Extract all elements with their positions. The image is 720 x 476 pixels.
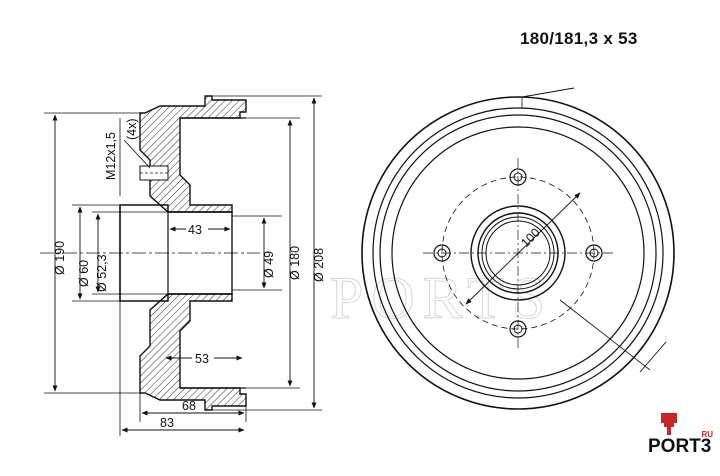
brand-logo: RU PORT3	[648, 410, 714, 464]
dim-d60: Ø 60	[77, 260, 91, 287]
dim-width68: 68	[182, 399, 196, 413]
front-view	[361, 87, 675, 410]
dim-d49: Ø 49	[262, 251, 276, 278]
bolt-thread	[139, 165, 169, 181]
dim-depth43: 43	[188, 223, 202, 237]
dim-depth53: 53	[195, 352, 209, 366]
side-section-view: Ø 190 Ø 60 Ø 52,3 M12x1,5 (4x) 43 53 Ø 4…	[40, 95, 326, 436]
section-upper	[139, 95, 247, 213]
logo-text: PORT3	[648, 436, 712, 457]
hub-bore	[119, 204, 233, 302]
dim-width83: 83	[160, 416, 174, 430]
dim-d52: Ø 52,3	[95, 254, 109, 292]
dim-thread-count: (4x)	[125, 118, 139, 140]
logo-suffix: RU	[701, 430, 713, 439]
drum-size-title: 180/181,3 x 53	[520, 29, 638, 48]
dim-d180: Ø 180	[288, 246, 302, 280]
dim-d208: Ø 208	[312, 248, 326, 282]
piston-icon	[661, 413, 677, 435]
dim-d190: Ø 190	[53, 241, 67, 275]
dim-thread: M12x1,5	[104, 132, 118, 180]
